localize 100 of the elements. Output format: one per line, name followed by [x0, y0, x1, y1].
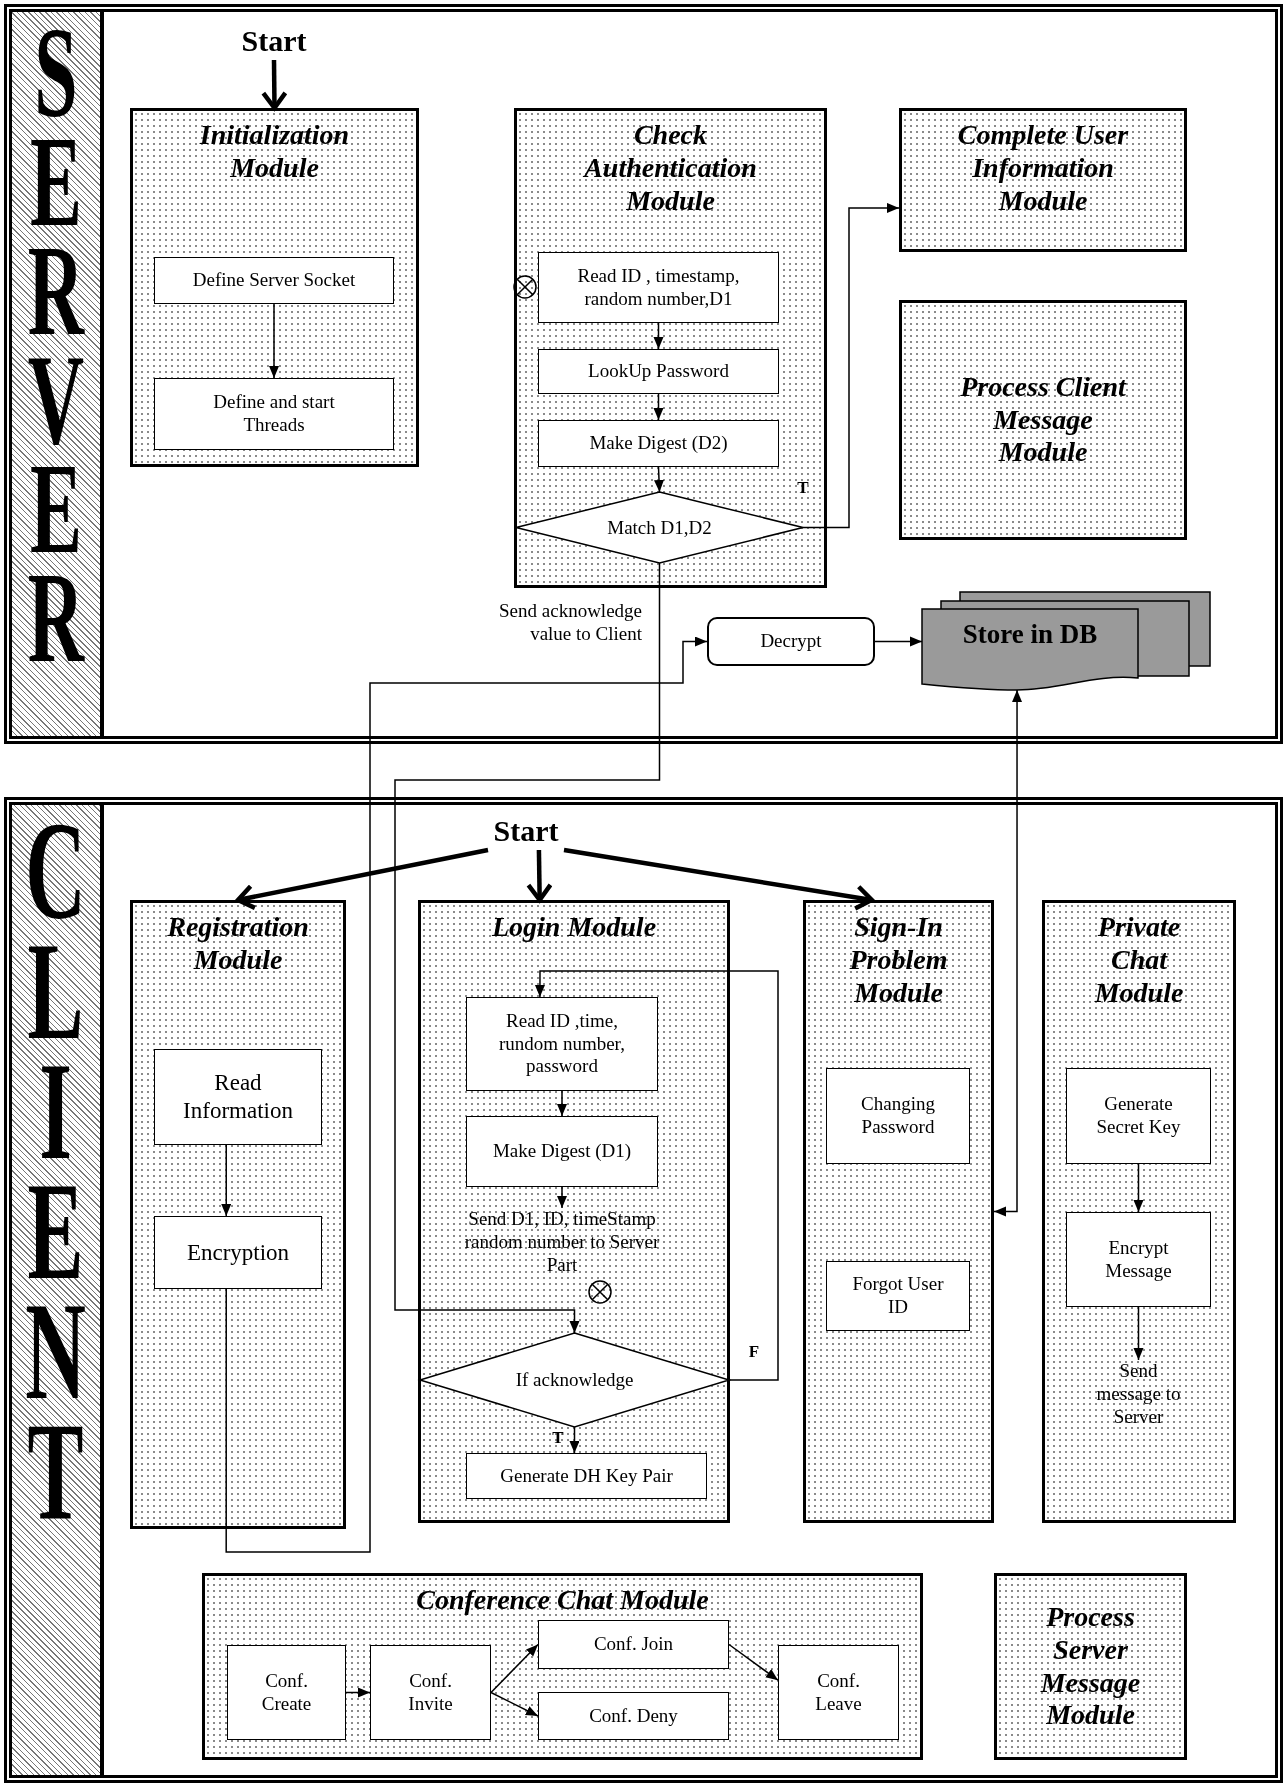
- arrow: [1133, 1306, 1144, 1361]
- process-box: [826, 1068, 970, 1164]
- arrow: [534, 970, 779, 1381]
- module-title: Registration Module: [166, 911, 310, 977]
- process-box: [538, 1620, 729, 1669]
- arrow: [654, 466, 664, 493]
- module-title: Login Module: [490, 911, 658, 944]
- process-box: [227, 1645, 346, 1740]
- panel-frame: [4, 4, 1283, 744]
- arrow: [345, 1687, 371, 1698]
- decision-diamond: [516, 492, 803, 563]
- box-text: Read Information: [182, 1069, 294, 1125]
- box-text: Define Server Socket: [192, 269, 356, 292]
- arrow: [557, 1090, 567, 1117]
- edge-label: F: [747, 1342, 761, 1363]
- arrow: [269, 303, 279, 379]
- rounded-process-box: [707, 617, 875, 666]
- box-text: Make Digest (D1): [492, 1140, 632, 1163]
- arrow: [653, 322, 664, 350]
- module-box: [514, 108, 827, 588]
- arrow: [563, 847, 874, 911]
- multi-document-shape: [922, 592, 1210, 690]
- vertical-title: CLIENT: [25, 811, 87, 1550]
- process-box: [466, 1116, 658, 1187]
- arrow: [802, 202, 900, 529]
- arrow: [728, 1643, 779, 1681]
- arrow: [225, 636, 708, 1553]
- module-title: Complete User Information Module: [956, 119, 1130, 218]
- panel-frame: [4, 797, 1283, 1783]
- arrow: [221, 1144, 232, 1217]
- process-box: [154, 378, 394, 450]
- box-text: Read ID ,time, rundom number, password: [498, 1009, 626, 1079]
- arrow: [490, 1643, 539, 1694]
- box-text: Make Digest (D2): [589, 432, 728, 455]
- box-text: Conf. Create: [260, 1669, 313, 1716]
- module-title: Private Chat Module: [1093, 911, 1185, 1010]
- arrow: [993, 689, 1023, 1217]
- process-box: [154, 257, 394, 304]
- module-box: [130, 108, 419, 467]
- box-text: Changing Password: [860, 1093, 936, 1139]
- box-text: Forgot User ID: [851, 1273, 945, 1319]
- module-box: [994, 1573, 1187, 1760]
- box-text: Read ID , timestamp, random number,D1: [576, 264, 741, 311]
- box-text: Decrypt: [760, 630, 822, 653]
- process-box: [538, 349, 779, 394]
- arrow: [569, 1426, 580, 1454]
- module-title: Conference Chat Module: [415, 1584, 710, 1617]
- process-box: [1066, 1212, 1211, 1307]
- arrow: [261, 59, 288, 111]
- process-box: [154, 1216, 322, 1289]
- box-text: Match D1,D2: [607, 516, 712, 539]
- process-box: [466, 1453, 707, 1499]
- box-text: Conf. Leave: [814, 1669, 863, 1716]
- process-box: [538, 252, 779, 323]
- box-text: Generate Secret Key: [1095, 1093, 1182, 1139]
- arrow: [526, 849, 553, 903]
- box-text: Store in DB: [961, 618, 1099, 651]
- box-text: Generate DH Key Pair: [500, 1464, 673, 1488]
- arrow: [557, 1186, 567, 1209]
- module-title: Initialization Module: [198, 119, 351, 185]
- module-box: [130, 900, 346, 1529]
- decision-diamond: [420, 1333, 729, 1427]
- module-box: [1042, 900, 1236, 1523]
- process-box: [538, 1692, 729, 1740]
- vertical-title: SERVER: [27, 18, 85, 691]
- module-title: Sign-In Problem Module: [848, 911, 949, 1010]
- arrow: [490, 1691, 539, 1717]
- process-box: [826, 1261, 970, 1331]
- module-title: Process Server Message Module: [1039, 1601, 1142, 1732]
- box-text: LookUp Password: [588, 360, 729, 383]
- start-label: Start: [488, 812, 564, 850]
- arrow: [394, 562, 661, 1334]
- process-box: [778, 1645, 899, 1740]
- module-box: [803, 900, 994, 1523]
- module-title: Process Client Message Module: [959, 370, 1128, 470]
- process-box: [466, 997, 658, 1091]
- arrow: [874, 636, 923, 647]
- box-text: Define and start Threads: [212, 391, 336, 437]
- edge-label: T: [796, 478, 810, 499]
- box-text: Conf. Join: [593, 1633, 674, 1656]
- process-box: [1066, 1068, 1211, 1164]
- module-title: Check Authentication Module: [582, 119, 758, 218]
- arrow: [653, 393, 664, 421]
- module-box: [899, 108, 1187, 252]
- box-text: Conf. Deny: [589, 1704, 678, 1728]
- flow-text: Send message to Server: [1086, 1360, 1191, 1444]
- box-text: Conf. Invite: [407, 1669, 454, 1716]
- module-box: [418, 900, 730, 1523]
- box-text: If acknowledge: [515, 1369, 634, 1391]
- process-box: [370, 1645, 491, 1740]
- arrow: [235, 847, 489, 911]
- module-box: [899, 300, 1187, 540]
- box-text: Encrypt Message: [1104, 1236, 1173, 1283]
- flow-text: Send D1, ID, timeStamp random number to Server Part: [452, 1208, 672, 1300]
- start-label: Start: [232, 22, 316, 60]
- module-box: [202, 1573, 923, 1760]
- process-box: [154, 1049, 322, 1145]
- box-text: Encryption: [186, 1238, 290, 1267]
- arrow: [1133, 1163, 1144, 1213]
- edge-label: T: [551, 1428, 565, 1449]
